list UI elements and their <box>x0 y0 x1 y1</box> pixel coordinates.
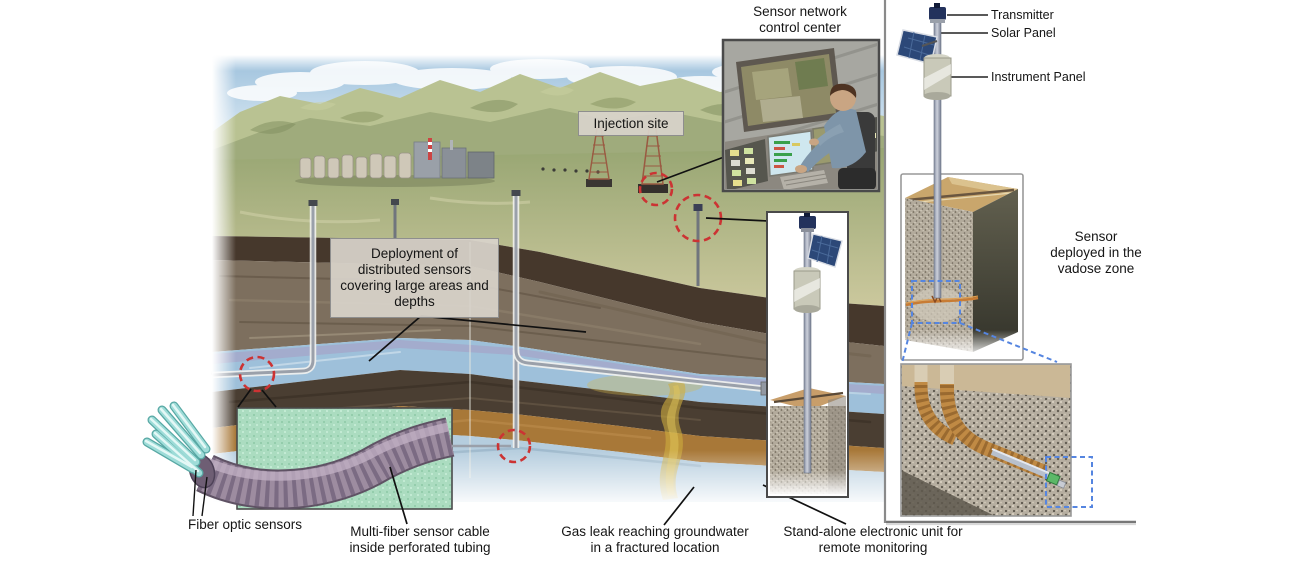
operator-person <box>795 83 876 189</box>
transmitter-device <box>929 7 946 20</box>
zoom-box-sensor <box>911 280 961 324</box>
label-control-center: Sensor network control center <box>753 4 847 35</box>
fiber-optic-strands <box>142 401 211 478</box>
highlight-sensor-deep <box>496 428 532 464</box>
label-standalone-unit: Stand-alone electronic unit for remote m… <box>783 524 963 555</box>
left-fade <box>212 55 236 507</box>
label-transmitter: Transmitter <box>991 8 1054 22</box>
right-panel <box>883 0 1136 526</box>
vadose-block <box>903 177 1021 358</box>
aquifer-blue-band <box>212 338 884 414</box>
injection-facility <box>295 138 495 187</box>
gravel-closeup-inset <box>900 363 1093 517</box>
cable-inset <box>142 401 511 510</box>
unit-transmitter <box>799 216 816 229</box>
control-center-inset <box>721 38 881 193</box>
label-injection-site: Injection site <box>578 111 684 136</box>
unit-pole <box>803 227 812 474</box>
component-leader-lines <box>938 14 988 78</box>
sensor-tip <box>1045 471 1061 486</box>
zoom-dashed-links <box>901 280 1058 364</box>
monitoring-wells <box>211 190 771 448</box>
grass-field <box>212 148 884 306</box>
label-solar-panel: Solar Panel <box>991 26 1056 40</box>
label-fiber-optic-sensors: Fiber optic sensors <box>187 517 303 532</box>
unit-solar-panel <box>807 233 843 268</box>
copper-tubes <box>914 365 1056 481</box>
surface-unit <box>896 3 952 100</box>
wellhead-dots <box>541 167 600 174</box>
highlight-circles <box>238 171 723 464</box>
highlight-sensor-shallow <box>238 355 276 393</box>
label-multi-fiber-cable: Multi-fiber sensor cable inside perforat… <box>349 524 491 555</box>
label-instrument-panel: Instrument Panel <box>991 70 1086 84</box>
zoom-box-sensor-tip <box>1045 456 1093 508</box>
leader-lines <box>192 156 847 526</box>
highlight-injection-wellhead <box>638 171 674 207</box>
label-vadose-zone: Sensor deployed in the vadose zone <box>1050 229 1142 276</box>
top-fade <box>212 55 884 71</box>
multi-fiber-cable <box>142 401 455 510</box>
standalone-unit-inset <box>766 211 849 498</box>
label-deployment: Deployment of distributed sensors coveri… <box>330 238 499 318</box>
label-gas-leak: Gas leak reaching groundwater in a fract… <box>561 524 749 555</box>
vadose-pole <box>933 93 942 299</box>
